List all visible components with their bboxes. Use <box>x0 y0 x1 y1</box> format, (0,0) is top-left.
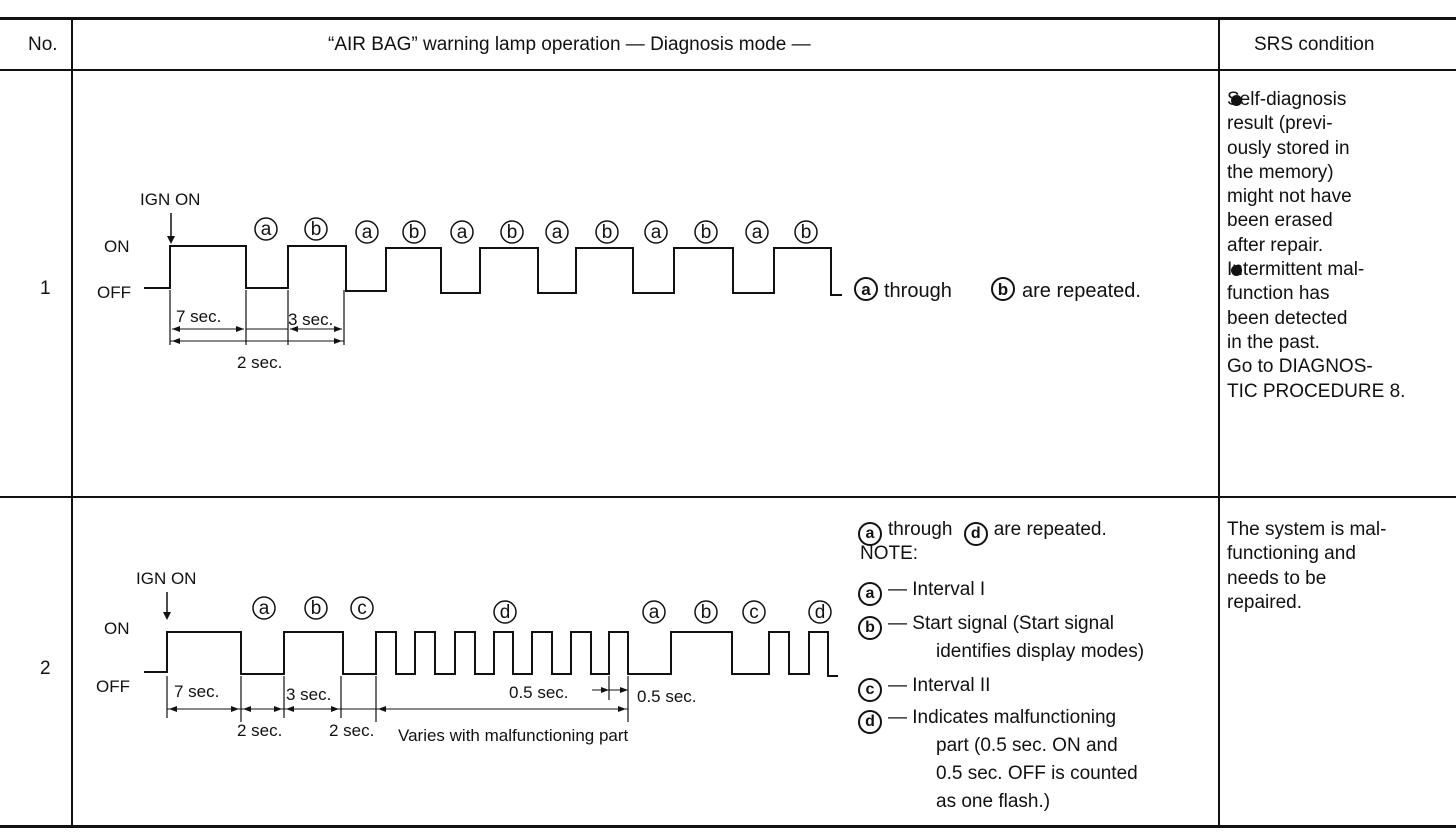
header-operation: “AIR BAG” warning lamp operation — Diagn… <box>328 34 811 55</box>
table-bottom-rule <box>0 825 1456 828</box>
table-top-rule <box>0 17 1456 20</box>
row2-marker-a: a <box>259 598 270 619</box>
row2-marker-b: b <box>701 602 712 623</box>
row2-marker-c: c <box>357 598 367 619</box>
col-divider-2 <box>1218 17 1220 828</box>
row2-note-a: a— Interval I <box>858 578 985 606</box>
row2-note-c: c— Interval II <box>858 674 990 702</box>
row1-marker-b: b <box>602 222 613 243</box>
row2-2sec-label-b: 2 sec. <box>329 721 374 740</box>
row2-marker-d: d <box>815 602 826 623</box>
row2-condition: The system is mal- functioning and needs… <box>1227 519 1387 613</box>
row1-7sec-label: 7 sec. <box>176 307 221 326</box>
row1-condition: Self-diagnosis result (previ- ously stor… <box>1227 88 1453 404</box>
row1-marker-a: a <box>552 222 563 243</box>
row1-marker-a: a <box>261 219 272 240</box>
row1-marker-a: a <box>752 222 763 243</box>
row1-marker-a: a <box>457 222 468 243</box>
row1-repeat-tail: are repeated. <box>1022 280 1141 302</box>
row2-half-sec-label-1: 0.5 sec. <box>509 683 569 702</box>
row1-marker-b: b <box>507 222 518 243</box>
row1-marker-group: a b a b a b a b a b a b <box>254 217 818 244</box>
row2-off-label: OFF <box>96 677 130 696</box>
row2-marker-d: d <box>500 602 511 623</box>
row2-note-d: d— Indicates malfunctioning <box>858 706 1116 734</box>
row2-on-label: ON <box>104 619 130 638</box>
row2-note-d-cont-2: 0.5 sec. OFF is counted <box>936 763 1138 784</box>
row2-ign-on-label: IGN ON <box>136 569 196 588</box>
row1-repeat-marker-b: b <box>998 280 1008 299</box>
row1-marker-a: a <box>651 222 662 243</box>
row1-repeat-marker-a: a <box>861 280 871 299</box>
row2-note-d-cont-3: as one flash.) <box>936 791 1051 812</box>
row2-note-b: b— Start signal (Start signal <box>858 612 1114 640</box>
row1-3sec-label: 3 sec. <box>288 310 333 329</box>
row-divider <box>0 496 1456 498</box>
row1-2sec-label: 2 sec. <box>237 353 282 372</box>
row2-marker-b: b <box>311 598 322 619</box>
header-no: No. <box>28 34 58 55</box>
row1-repeat-through: through <box>884 280 952 302</box>
row2-note-b-cont: identifies display modes) <box>936 641 1145 662</box>
row1-ign-on-label: IGN ON <box>140 190 200 209</box>
row2-repeat-marker-a: a <box>858 522 882 546</box>
row2-waveform <box>144 631 838 677</box>
row1-marker-b: b <box>701 222 712 243</box>
row2-7sec-label: 7 sec. <box>174 682 219 701</box>
row2-varies-label: Varies with malfunctioning part <box>398 726 629 745</box>
row1-marker-b: b <box>311 219 322 240</box>
row2-half-sec-label-2: 0.5 sec. <box>637 687 697 706</box>
header-condition: SRS condition <box>1254 34 1375 55</box>
row1-marker-b: b <box>801 222 812 243</box>
row1-on-label: ON <box>104 237 130 256</box>
col-divider-1 <box>71 17 73 828</box>
row1-off-label: OFF <box>97 283 131 302</box>
row2-repeat-marker-d: d <box>963 522 988 546</box>
row1-waveform <box>144 245 842 296</box>
row-number-1: 1 <box>40 278 51 299</box>
row2-note-d-cont-1: part (0.5 sec. ON and <box>936 735 1118 756</box>
row-number-2: 2 <box>40 658 51 679</box>
row2-3sec-label: 3 sec. <box>286 685 331 704</box>
row2-note-label: NOTE: <box>860 543 919 564</box>
row1-condition-bullet-1: Self-diagnosis result (previ- ously stor… <box>1227 88 1453 258</box>
header-bottom-rule <box>0 69 1456 71</box>
row2-marker-a: a <box>649 602 660 623</box>
row1-condition-goto: Go to DIAGNOS- TIC PROCEDURE 8. <box>1227 356 1406 402</box>
row1-condition-bullet-2: Intermittent mal- function has been dete… <box>1227 258 1453 355</box>
row1-marker-a: a <box>362 222 373 243</box>
row2-2sec-label-a: 2 sec. <box>237 721 282 740</box>
row1-marker-b: b <box>409 222 420 243</box>
row2-marker-c: c <box>749 602 759 623</box>
